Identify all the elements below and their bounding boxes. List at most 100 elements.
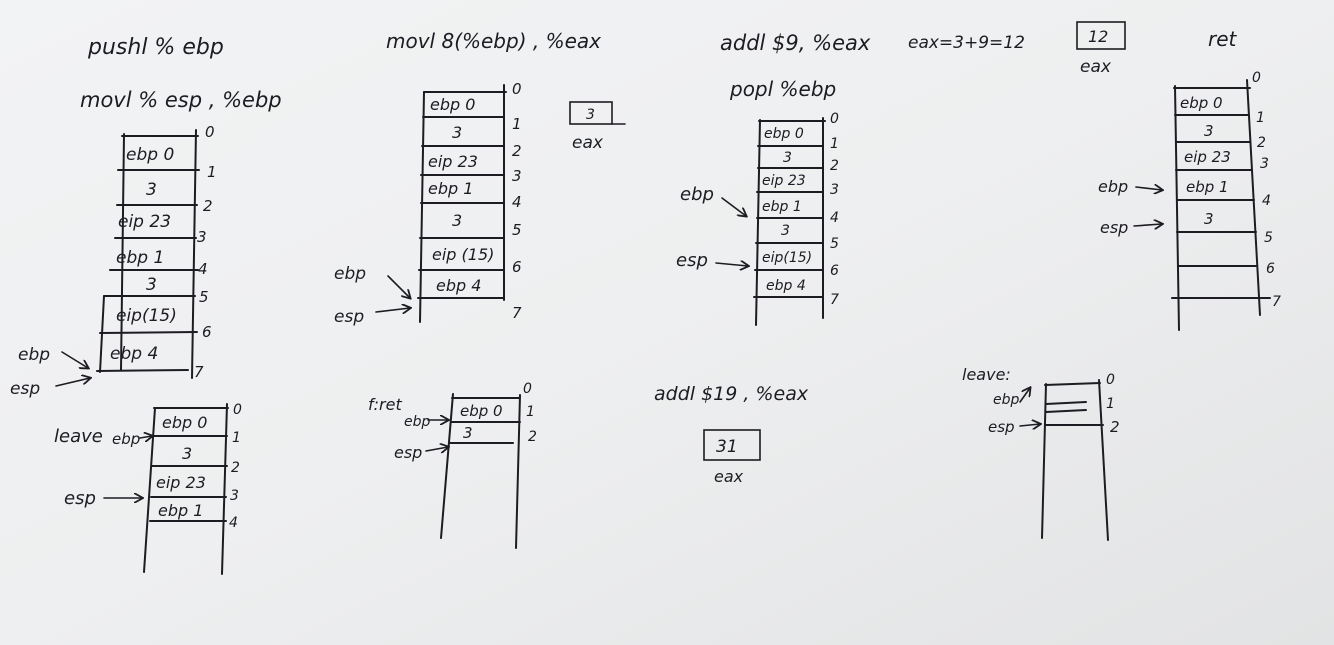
panel3-esp-arrow [715,263,748,266]
panel7-eax-label: eax [714,467,744,486]
panel3-index-0: 0 [830,111,839,127]
panel2-eax-label: eax [572,133,604,153]
panel4-index-1: 1 [1256,110,1265,126]
panel8-index-2: 2 [1110,418,1120,436]
panel5-cell-3: ebp 1 [158,501,203,520]
panel6-index-1: 1 [526,404,535,420]
panel4-index-2: 2 [1257,135,1266,151]
panel2-esp-arrow [375,308,410,312]
panel2-cell-3: ebp 1 [428,179,473,198]
panel7-eax-box [703,429,761,461]
panel2-ebp-label: ebp [334,264,366,284]
panel5-cell-2: eip 23 [156,473,206,492]
panel2-cell-5: eip (15) [432,245,494,264]
panel6-stack-right-edge [515,394,521,549]
panel2-index-5: 5 [512,221,522,239]
panel8-ebp-arrow [1019,388,1030,403]
panel6-ebp-label: ebp [404,414,431,430]
panel2-cell-6: ebp 4 [436,276,481,295]
panel4-cell-4: 3 [1204,210,1214,228]
panel6-index-0: 0 [523,381,532,397]
panel6-title: f:ret [368,395,402,414]
panel-addl-popl: addl $9, %eax eax=3+9=12 12 eax popl %eb… [676,21,1126,326]
panel3-cell-1: 3 [783,150,792,166]
panel6-stack: ebp 0 3 0 1 2 [440,381,537,549]
panel8-divider-1 [1045,401,1087,405]
panel2-index-7: 7 [512,304,522,322]
panel6-esp-label: esp [394,443,422,462]
panel4-index-0: 0 [1252,70,1261,86]
panel7-eax-register: 31 eax [703,429,761,486]
panel1-cell-1: 3 [146,180,157,200]
panel1-index-4: 4 [198,260,208,278]
panel4-cell-1: 3 [1204,122,1214,140]
panel1-index-7: 7 [194,363,204,381]
panel2-eax-register: 3 eax [569,101,626,153]
panel3-ebp-arrow [721,197,746,216]
panel3-index-3: 3 [830,182,839,198]
panel-addl-19: addl $19 , %eax 31 eax [654,383,809,486]
panel1-index-2: 2 [203,197,213,215]
panel8-esp-label: esp [988,418,1015,436]
panel2-index-4: 4 [512,193,522,211]
panel4-esp-arrow [1133,224,1162,226]
panel1-stack-right-edge [191,129,197,379]
panel5-ebp-arrow [139,436,152,438]
panel5-index-3: 3 [230,488,239,504]
panel-f-ret: f:ret ebp 0 3 0 1 2 ebp esp [368,381,537,549]
panel1-cell-0: ebp 0 [126,145,174,165]
panel-leave-final: leave: 0 1 2 ebp esp [962,365,1120,541]
panel1-index-3: 3 [197,228,207,246]
panel1-cell-5: eip(15) [116,306,177,326]
panel8-stack-left-edge [1041,383,1047,539]
panel3-note: eax=3+9=12 [908,33,1025,53]
panel4-index-3: 3 [1260,156,1269,172]
panel5-title: leave [54,426,103,447]
panel8-index-1: 1 [1106,396,1115,412]
panel1-index-1: 1 [207,163,217,181]
panel8-index-0: 0 [1106,372,1115,388]
panel-ret: ret ebp 0 3 eip 23 ebp 1 3 0 1 2 3 4 5 [1098,27,1281,331]
panel4-index-7: 7 [1272,294,1281,310]
panel1-divider-6 [99,331,198,334]
panel3-eax-box [1076,21,1126,50]
panel3-index-2: 2 [830,158,839,174]
panel5-esp-label: esp [64,488,96,509]
panel1-esp-arrow [55,378,90,387]
panel3-cell-6: ebp 4 [766,278,806,294]
panel4-cell-2: eip 23 [1184,148,1231,166]
panel4-stack-left-edge [1174,85,1180,331]
panel8-esp-arrow [1019,424,1040,426]
panel4-index-5: 5 [1264,230,1273,246]
panel1-cell-6: ebp 4 [110,344,158,364]
panel5-stack: ebp 0 3 eip 23 ebp 1 0 1 2 3 4 [143,402,242,575]
panel2-esp-label: esp [334,307,364,327]
panel2-index-6: 6 [512,258,522,276]
panel-pushl-movl: pushl % ebp movl % esp , %ebp ebp 0 3 ei… [10,35,282,399]
panel3-cell-2: eip 23 [762,173,806,189]
panel2-cell-0: ebp 0 [430,95,475,114]
panel8-title: leave: [962,365,1011,384]
panel5-index-1: 1 [232,430,241,446]
panel5-index-4: 4 [229,515,238,531]
panel2-index-1: 1 [512,115,522,133]
panel4-index-6: 6 [1266,261,1275,277]
panel8-stack-right-edge [1098,379,1109,541]
panel3-index-6: 6 [830,263,839,279]
panel3-title-addl: addl $9, %eax [720,31,871,55]
panel6-esp-arrow [425,447,448,451]
panel3-title-popl: popl %ebp [729,77,836,101]
panel8-stack: 0 1 2 [1041,372,1120,541]
panel4-stack: ebp 0 3 eip 23 ebp 1 3 0 1 2 3 4 5 6 7 [1171,70,1281,331]
panel-movl-eax: movl 8(%ebp) , %eax ebp 0 3 eip 23 ebp 1… [334,29,626,327]
panel2-cell-1: 3 [452,123,462,142]
panel2-index-0: 0 [512,80,522,98]
panel5-index-0: 0 [233,402,242,418]
panel4-cell-0: ebp 0 [1180,94,1223,112]
panel3-esp-label: esp [676,250,708,271]
panel5-cell-1: 3 [182,444,192,463]
panel6-cell-1: 3 [463,424,473,442]
panel2-stack: ebp 0 3 eip 23 ebp 1 3 eip (15) ebp 4 0 … [417,80,522,323]
